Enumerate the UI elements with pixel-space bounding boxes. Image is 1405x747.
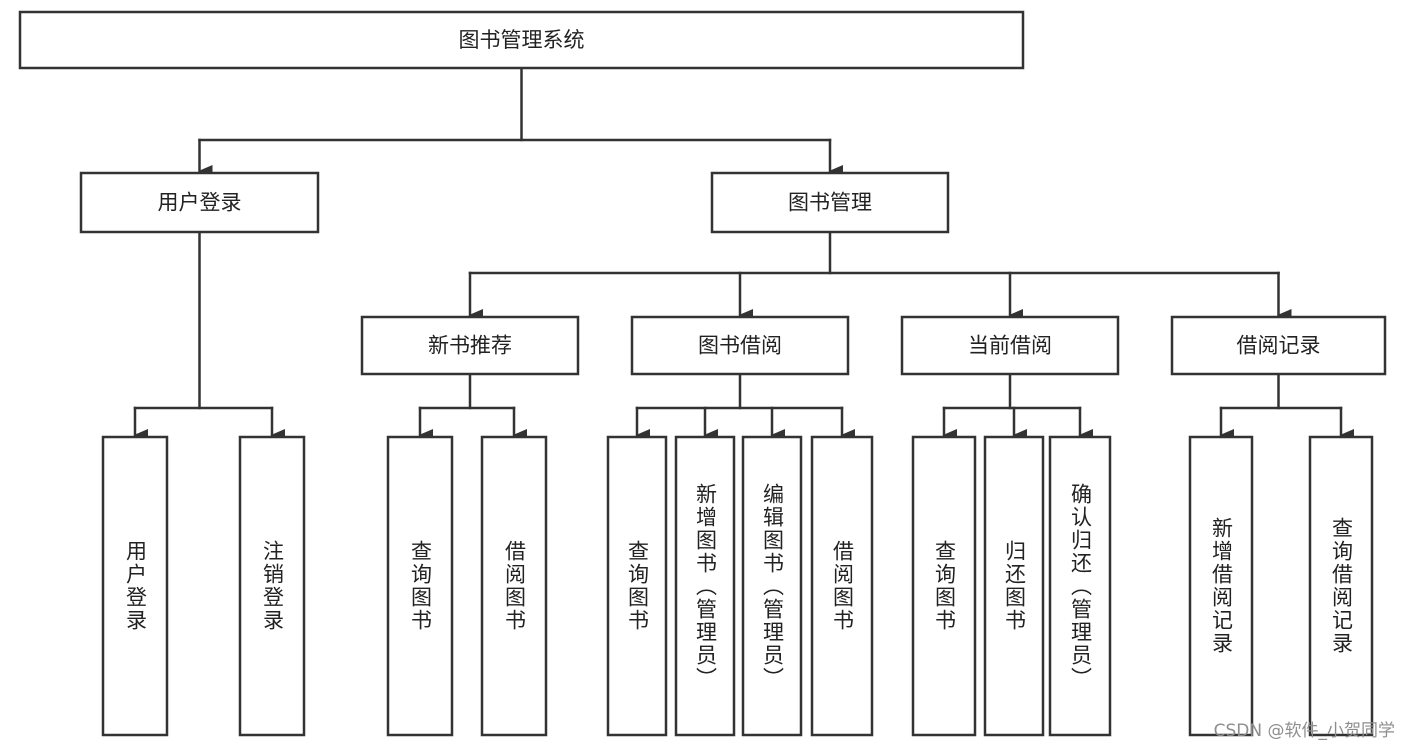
leaf-current-确认归还管理员-10[interactable]	[1048, 435, 1112, 737]
leaf-borrow-查询图书-4[interactable]	[606, 435, 668, 737]
leaf-borrow-编辑图书管理员-6[interactable]	[741, 435, 803, 737]
node-图书管理系统[interactable]: 图书管理系统	[18, 10, 1025, 70]
node-level3-新书推荐-box[interactable]	[360, 315, 580, 376]
leaf-new-book-借阅图书-3[interactable]	[480, 435, 548, 737]
leaf-record-新增借阅记录-11-box[interactable]	[1188, 435, 1254, 737]
node-level3-新书推荐-label: 新书推荐	[428, 334, 512, 358]
node-level3-图书借阅[interactable]: 图书借阅	[630, 315, 850, 376]
leaf-current-查询图书-8[interactable]	[911, 435, 977, 737]
node-level3-图书借阅-box[interactable]	[630, 315, 850, 376]
node-level3-图书借阅-label: 图书借阅	[698, 334, 782, 358]
leaf-borrow-编辑图书管理员-6-box[interactable]	[741, 435, 803, 737]
leaf-user-login-注销登录-1[interactable]	[238, 435, 306, 737]
leaf-new-book-查询图书-2-box[interactable]	[386, 435, 454, 737]
node-level2-图书管理[interactable]: 图书管理	[710, 171, 950, 234]
leaf-current-查询图书-8-box[interactable]	[911, 435, 977, 737]
node-level2-用户登录[interactable]: 用户登录	[79, 171, 320, 234]
node-level3-借阅记录-label: 借阅记录	[1237, 334, 1321, 358]
leaf-record-新增借阅记录-11[interactable]	[1188, 435, 1254, 737]
leaf-user-login-用户登录-0[interactable]	[101, 435, 169, 737]
node-level3-借阅记录[interactable]: 借阅记录	[1170, 315, 1387, 376]
leaf-new-book-查询图书-2[interactable]	[386, 435, 454, 737]
node-level3-新书推荐[interactable]: 新书推荐	[360, 315, 580, 376]
leaf-current-归还图书-9[interactable]	[983, 435, 1045, 737]
watermark-text: CSDN @软件_小贺同学	[1213, 721, 1395, 741]
leaf-borrow-查询图书-4-box[interactable]	[606, 435, 668, 737]
node-level2-图书管理-box[interactable]	[710, 171, 950, 234]
leaf-record-查询借阅记录-12[interactable]	[1308, 435, 1374, 737]
node-level2-用户登录-label: 用户登录	[158, 191, 242, 215]
leaf-borrow-借阅图书-7[interactable]	[810, 435, 874, 737]
leaf-record-查询借阅记录-12-box[interactable]	[1308, 435, 1374, 737]
node-level3-当前借阅-label: 当前借阅	[968, 334, 1052, 358]
leaf-borrow-新增图书管理员-5-box[interactable]	[674, 435, 736, 737]
leaf-current-归还图书-9-box[interactable]	[983, 435, 1045, 737]
node-level3-借阅记录-box[interactable]	[1170, 315, 1387, 376]
leaf-borrow-借阅图书-7-box[interactable]	[810, 435, 874, 737]
node-图书管理系统-label: 图书管理系统	[459, 28, 585, 52]
leaf-user-login-注销登录-1-box[interactable]	[238, 435, 306, 737]
leaf-new-book-借阅图书-3-box[interactable]	[480, 435, 548, 737]
node-level3-当前借阅[interactable]: 当前借阅	[900, 315, 1120, 376]
connector-layer	[133, 66, 1354, 441]
leaf-user-login-用户登录-0-box[interactable]	[101, 435, 169, 737]
leaf-current-确认归还管理员-10-box[interactable]	[1048, 435, 1112, 737]
leaf-borrow-新增图书管理员-5[interactable]	[674, 435, 736, 737]
node-level3-当前借阅-box[interactable]	[900, 315, 1120, 376]
node-图书管理系统-box[interactable]	[18, 10, 1025, 70]
node-level2-用户登录-box[interactable]	[79, 171, 320, 234]
node-level2-图书管理-label: 图书管理	[788, 191, 872, 215]
